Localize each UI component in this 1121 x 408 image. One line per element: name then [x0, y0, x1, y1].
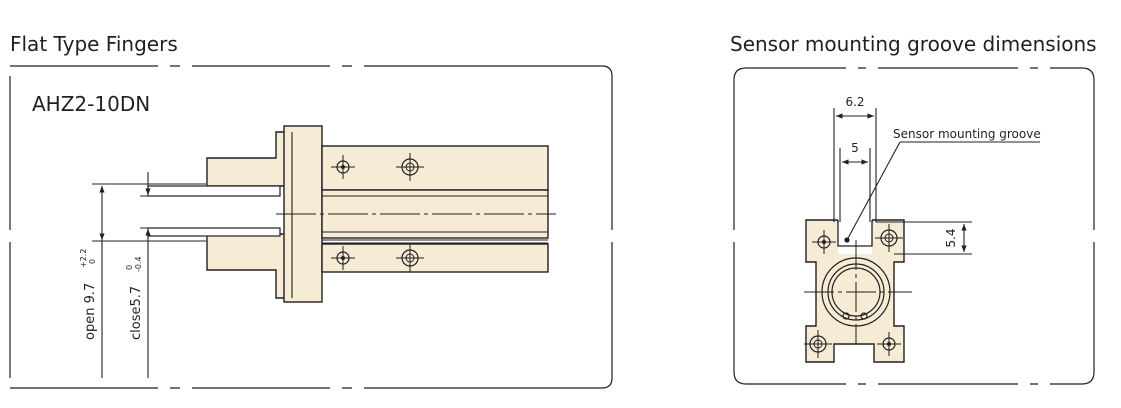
svg-text:0: 0 [88, 259, 97, 264]
left-panel-title: Flat Type Fingers [10, 32, 178, 56]
groove-label: Sensor mounting groove [893, 127, 1041, 141]
model-label: AHZ2-10DN [32, 92, 150, 116]
gripper-body-details [291, 132, 548, 298]
groove-outline [837, 220, 873, 247]
dim-outer-label: 6.2 [845, 95, 864, 109]
svg-text:0: 0 [125, 265, 134, 270]
open-dimension-label: open 9.7 +2.2 0 [79, 249, 98, 340]
svg-text:-0.4: -0.4 [134, 256, 143, 272]
right-panel-frame [733, 67, 1095, 385]
svg-text:close5.7: close5.7 [129, 286, 144, 340]
svg-text:open 9.7: open 9.7 [83, 283, 98, 340]
groove-dimensions [833, 108, 1040, 255]
close-dimension-label: close5.7 0 -0.4 [125, 256, 144, 340]
right-panel-title: Sensor mounting groove dimensions [730, 32, 1097, 56]
open-close-dimensions [92, 172, 280, 378]
dim-depth-label: 5.4 [944, 228, 958, 247]
dim-inner-label: 5 [851, 141, 859, 155]
left-panel-frame [9, 65, 613, 389]
svg-text:+2.2: +2.2 [79, 249, 88, 268]
